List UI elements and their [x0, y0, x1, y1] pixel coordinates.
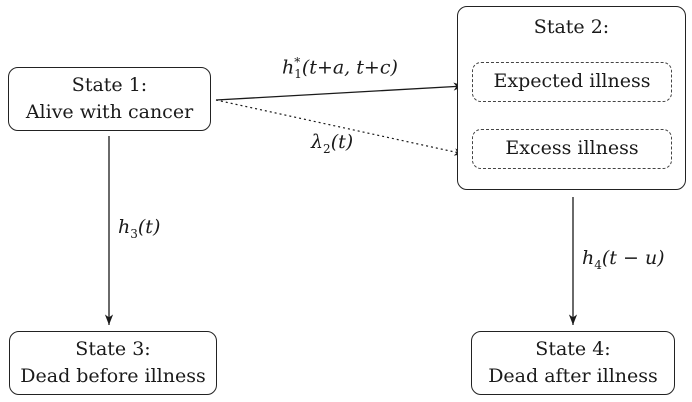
label-h3-sub: 3 [130, 226, 138, 241]
state-2-box: State 2: Expected illness Excess illness [457, 6, 686, 190]
label-h1-args: (t+a, t+c) [301, 56, 398, 79]
label-lambda2-base: λ [311, 131, 324, 153]
label-h1-sup: * [294, 55, 301, 69]
state-1-title: State 1: [71, 74, 148, 96]
label-h3-args: (t) [137, 216, 161, 238]
label-h3-base: h [118, 216, 131, 238]
state-1-subtitle: Alive with cancer [25, 101, 194, 123]
excess-illness-box: Excess illness [472, 129, 672, 169]
expected-illness-box: Expected illness [472, 62, 672, 102]
label-h1-sub: 1 [294, 67, 302, 82]
label-h1-star: h*1(t+a, t+c) [282, 55, 398, 81]
label-h3: h3(t) [118, 216, 160, 241]
state-3-title: State 3: [75, 338, 151, 360]
label-h4-args: (t − u) [601, 247, 665, 269]
state-3-subtitle: Dead before illness [20, 365, 206, 387]
state-1-box: State 1: Alive with cancer [8, 67, 211, 131]
excess-illness-label: Excess illness [505, 137, 639, 159]
label-h4-base: h [582, 247, 595, 269]
label-h1-base: h [282, 56, 295, 79]
state-4-title: State 4: [535, 338, 611, 360]
label-lambda2-sub: 2 [323, 141, 331, 156]
label-h4-sub: 4 [594, 257, 602, 272]
state-2-title: State 2: [533, 16, 610, 38]
label-lambda2-args: (t) [330, 131, 354, 153]
state-4-subtitle: Dead after illness [488, 365, 658, 387]
expected-illness-label: Expected illness [493, 70, 651, 92]
label-h4: h4(t − u) [582, 247, 665, 272]
label-lambda2: λ2(t) [311, 131, 353, 156]
state-3-box: State 3: Dead before illness [9, 331, 217, 395]
edge-excess-illness [215, 99, 465, 156]
edge-expected-illness [215, 82, 465, 101]
state-4-box: State 4: Dead after illness [471, 331, 675, 395]
